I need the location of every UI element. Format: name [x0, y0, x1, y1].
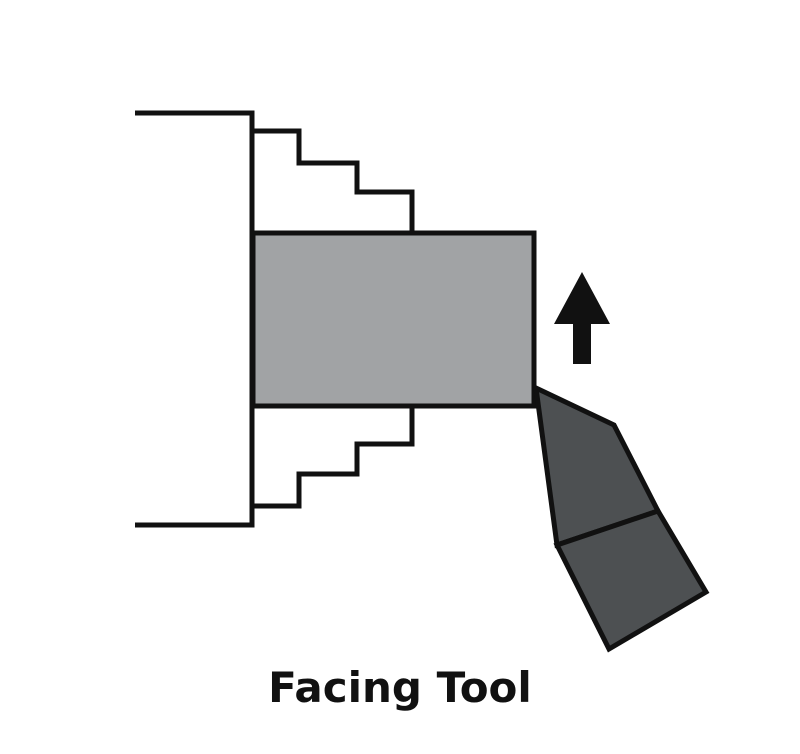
chuck-outline	[135, 110, 255, 528]
workpiece	[250, 230, 537, 409]
tool-shank	[553, 507, 710, 653]
lower-jaw	[252, 406, 415, 509]
diagram-caption: Facing Tool	[268, 663, 532, 712]
feed-arrow-up-icon	[554, 272, 610, 364]
upper-jaw	[252, 128, 415, 233]
